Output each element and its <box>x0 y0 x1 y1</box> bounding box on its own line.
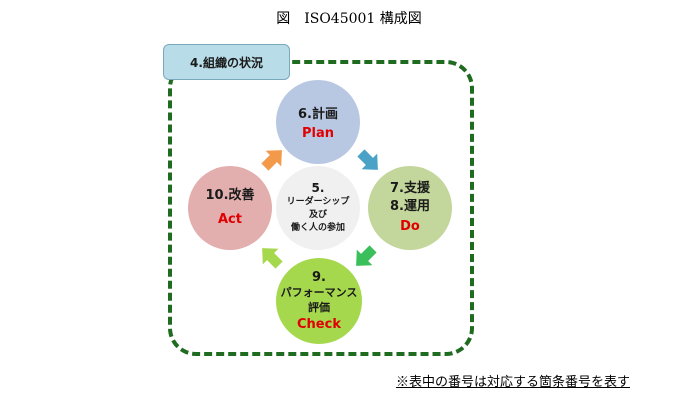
check-label-evaluation: 評価 <box>308 301 330 314</box>
leadership-number: 5. <box>311 181 325 195</box>
check-number: 9. <box>312 270 326 285</box>
do-label-support: 7.支援 <box>390 181 430 196</box>
arrow-plan-to-do <box>357 149 378 170</box>
arrow-act-to-plan <box>261 150 282 171</box>
plan-node: 6.計画 Plan <box>276 80 360 164</box>
figure-title: 図 ISO45001 構成図 <box>276 11 422 27</box>
arrow-do-to-check <box>356 245 377 266</box>
organization-context-label: 4.組織の状況 <box>163 44 290 80</box>
footnote: ※表中の番号は対応する箇条番号を表す <box>396 375 631 390</box>
leadership-line2: 及び <box>308 210 327 220</box>
do-label-operation: 8.運用 <box>390 199 430 214</box>
leadership-line1: リーダーシップ <box>286 197 350 207</box>
do-phase: Do <box>400 219 420 234</box>
act-phase: Act <box>218 212 242 227</box>
act-node: 10.改善 Act <box>188 166 272 250</box>
organization-context-boundary <box>168 60 474 356</box>
act-label: 10.改善 <box>205 188 255 203</box>
plan-label: 6.計画 <box>298 107 338 122</box>
leadership-line3: 働く人の参加 <box>290 223 345 233</box>
check-node: 9. パフォーマンス 評価 Check <box>276 258 362 344</box>
check-label-performance: パフォーマンス <box>280 286 358 299</box>
plan-phase: Plan <box>301 126 334 141</box>
do-node: 7.支援 8.運用 Do <box>368 166 452 250</box>
leadership-node: 5. リーダーシップ 及び 働く人の参加 <box>276 166 360 250</box>
check-phase: Check <box>297 317 341 332</box>
arrow-check-to-act <box>262 248 283 269</box>
